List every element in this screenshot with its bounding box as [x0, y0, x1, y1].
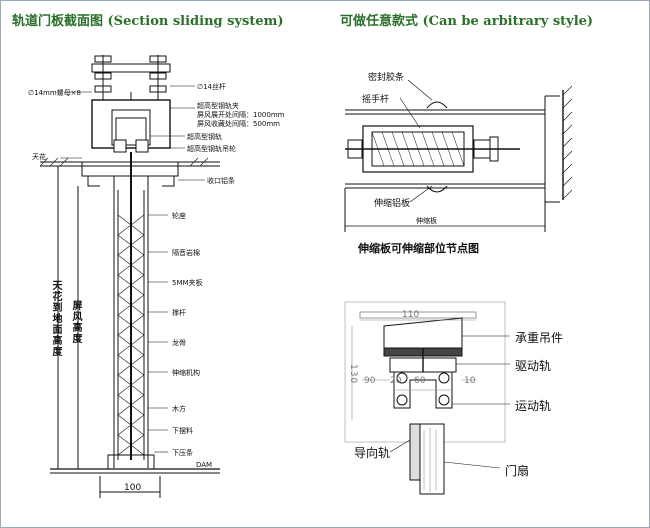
dim-top: 110 — [402, 310, 420, 320]
label-seal: 密封胶条 — [368, 73, 405, 83]
label-height-total: 天花到地面高度 — [50, 280, 61, 357]
label-wood: 木方 — [172, 405, 186, 413]
label-drive-rail: 驱动轨 — [515, 359, 552, 373]
left-title: 轨道门板截面图 (Section sliding system) — [12, 14, 284, 29]
label-keel: 龙骨 — [172, 339, 186, 347]
label-floor: DAM — [196, 461, 213, 469]
label-board: 5MM夹板 — [172, 279, 203, 287]
label-telescopic: 伸缩机构 — [172, 369, 200, 377]
label-hanger: 承重吊件 — [515, 331, 564, 345]
label-tele-plate: 伸缩铝板 — [374, 199, 411, 209]
right-title: 可做任意款式 (Can be arbitrary style) — [340, 14, 594, 29]
label-wheel-seat: 轮座 — [172, 212, 186, 220]
label-handle: 撑杆 — [172, 309, 186, 317]
label-moving-rail: 运动轨 — [515, 399, 552, 413]
label-spacing2: 屏风收藏处间隔：500mm — [197, 120, 280, 128]
label-insulation: 隔音岩棉 — [172, 249, 200, 257]
label-lever: 摇手杆 — [362, 95, 390, 105]
label-rail-clamp: 超高型钢轨夹 — [197, 102, 239, 110]
dim-bottom: 100 — [124, 483, 142, 493]
label-lower-plate: 下压条 — [172, 449, 193, 457]
label-spacing1: 屏风展开处间隔：1000mm — [197, 111, 285, 119]
label-height-screen: 屏风高度 — [70, 300, 81, 344]
dim-60: 60 — [414, 376, 426, 386]
dim-90: 90 — [364, 376, 376, 386]
label-wheel: 超高型钢轨吊轮 — [187, 145, 236, 153]
dim-height: 130 — [348, 364, 358, 385]
label-edge-strip: 收口铝条 — [207, 177, 235, 185]
label-guide-rail: 导向轨 — [354, 446, 391, 460]
label-rod: ∅14丝杆 — [197, 83, 227, 91]
label-door-leaf: 门扇 — [505, 464, 530, 478]
caption-tele: 伸缩板可伸缩部位节点图 — [358, 242, 479, 255]
dim-20: 20 — [390, 376, 402, 386]
label-nut: ∅14mm螺母×8 — [28, 89, 81, 97]
label-lower-strip: 下摆料 — [172, 427, 193, 435]
label-ceiling: 天花 — [32, 153, 46, 161]
label-rail: 超高型钢轨 — [187, 133, 222, 141]
dim-10: 10 — [464, 376, 476, 386]
label-tele-dim: 伸缩板 — [416, 217, 437, 225]
